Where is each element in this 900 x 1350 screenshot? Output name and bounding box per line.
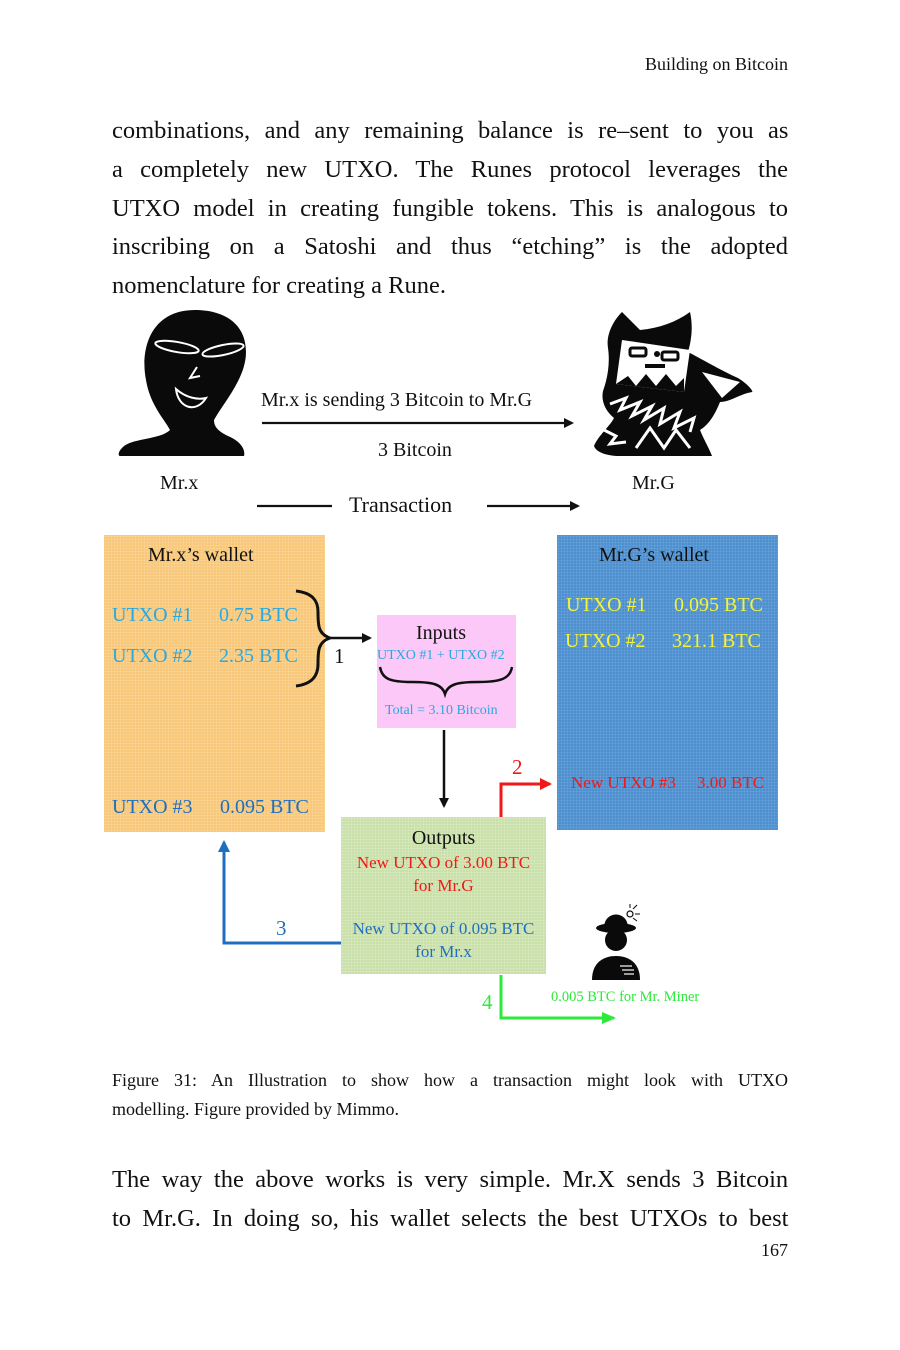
wallet-g-utxo-2-amount: 321.1 BTC (672, 630, 761, 652)
page-number: 167 (761, 1240, 788, 1260)
miner-with-hat-icon (592, 904, 640, 980)
paragraph-line: inscribing on a Satoshi and thus “etchin… (112, 233, 788, 261)
paragraph-line: UTXO model in creating fungible tokens. … (112, 194, 788, 222)
paragraph-2: The way the above works is very simple. … (112, 1161, 788, 1239)
mr-g-wallet-box (557, 535, 778, 830)
step-2-arrow (499, 778, 552, 817)
miner-fee-label: 0.005 BTC for Mr. Miner (551, 989, 700, 1005)
outputs-box (341, 817, 546, 974)
send-label-top: Mr.x is sending 3 Bitcoin to Mr.G (261, 389, 533, 411)
step-2-label: 2 (512, 755, 523, 779)
paragraph-line: to Mr.G. In doing so, his wallet selects… (112, 1204, 789, 1232)
wallet-x-utxo-1-amount: 0.75 BTC (219, 604, 298, 626)
inputs-total: Total = 3.10 Bitcoin (385, 703, 498, 718)
wallet-g-utxo-1-id: UTXO #1 (566, 594, 647, 616)
send-label-bottom: 3 Bitcoin (378, 439, 452, 461)
figure-caption: Figure 31: An Illustration to show how a… (112, 1066, 788, 1124)
sender-name: Mr.x (160, 472, 199, 494)
wallet-x-utxo-3-amount: 0.095 BTC (220, 796, 309, 818)
step-1-label: 1 (334, 644, 345, 668)
inputs-title: Inputs (416, 622, 466, 644)
outputs-sender-line-1: New UTXO of 0.095 BTC (352, 919, 535, 938)
outputs-content: Outputs New UTXO of 3.00 BTC for Mr.G Ne… (341, 825, 546, 963)
wallet-x-utxo-2-id: UTXO #2 (112, 645, 193, 667)
wallet-g-utxo-1-amount: 0.095 BTC (674, 594, 763, 616)
wallet-x-utxo-1-id: UTXO #1 (112, 604, 193, 626)
step-3-label: 3 (276, 916, 287, 940)
monster-creature-icon (594, 312, 753, 456)
alien-head-icon (118, 310, 246, 456)
paragraph-line: a completely new UTXO. The Runes protoco… (112, 155, 788, 183)
caption-line: Figure 31: An Illustration to show how a… (112, 1070, 788, 1090)
inputs-brace (378, 666, 514, 699)
paragraph-line: nomenclature for creating a Rune. (112, 272, 447, 300)
outputs-receiver-line-2: for Mr.G (413, 876, 474, 895)
outputs-receiver-line-1: New UTXO of 3.00 BTC (356, 853, 531, 872)
paragraph-1: combinations, and any remaining balance … (112, 112, 788, 306)
mr-x-wallet-box (104, 535, 325, 832)
receiver-name: Mr.G (632, 472, 675, 494)
wallet-g-utxo-2-id: UTXO #2 (565, 630, 646, 652)
wallet-g-new-utxo-id: New UTXO #3 (571, 773, 676, 792)
inputs-formula: UTXO #1 + UTXO #2 (377, 648, 505, 663)
caption-line: modelling. Figure provided by Mimmo. (112, 1099, 399, 1119)
inputs-box (377, 615, 516, 728)
utxo-brace (295, 589, 335, 688)
wallet-x-title: Mr.x’s wallet (148, 544, 254, 566)
wallet-x-utxo-3-id: UTXO #3 (112, 796, 193, 818)
paragraph-line: The way the above works is very simple. … (112, 1166, 789, 1193)
wallet-g-title: Mr.G’s wallet (599, 544, 709, 566)
step-4-arrow (499, 975, 616, 1024)
running-head: Building on Bitcoin (644, 54, 788, 74)
outputs-sender-line-2: for Mr.x (415, 942, 472, 961)
transaction-label: Transaction (349, 492, 453, 517)
outputs-title: Outputs (411, 827, 476, 849)
step-3-arrow (218, 840, 341, 945)
wallet-g-new-utxo-amount: 3.00 BTC (697, 773, 765, 792)
paragraph-line: combinations, and any remaining balance … (112, 117, 789, 144)
wallet-x-utxo-2-amount: 2.35 BTC (219, 645, 298, 667)
step-4-label: 4 (482, 990, 493, 1014)
